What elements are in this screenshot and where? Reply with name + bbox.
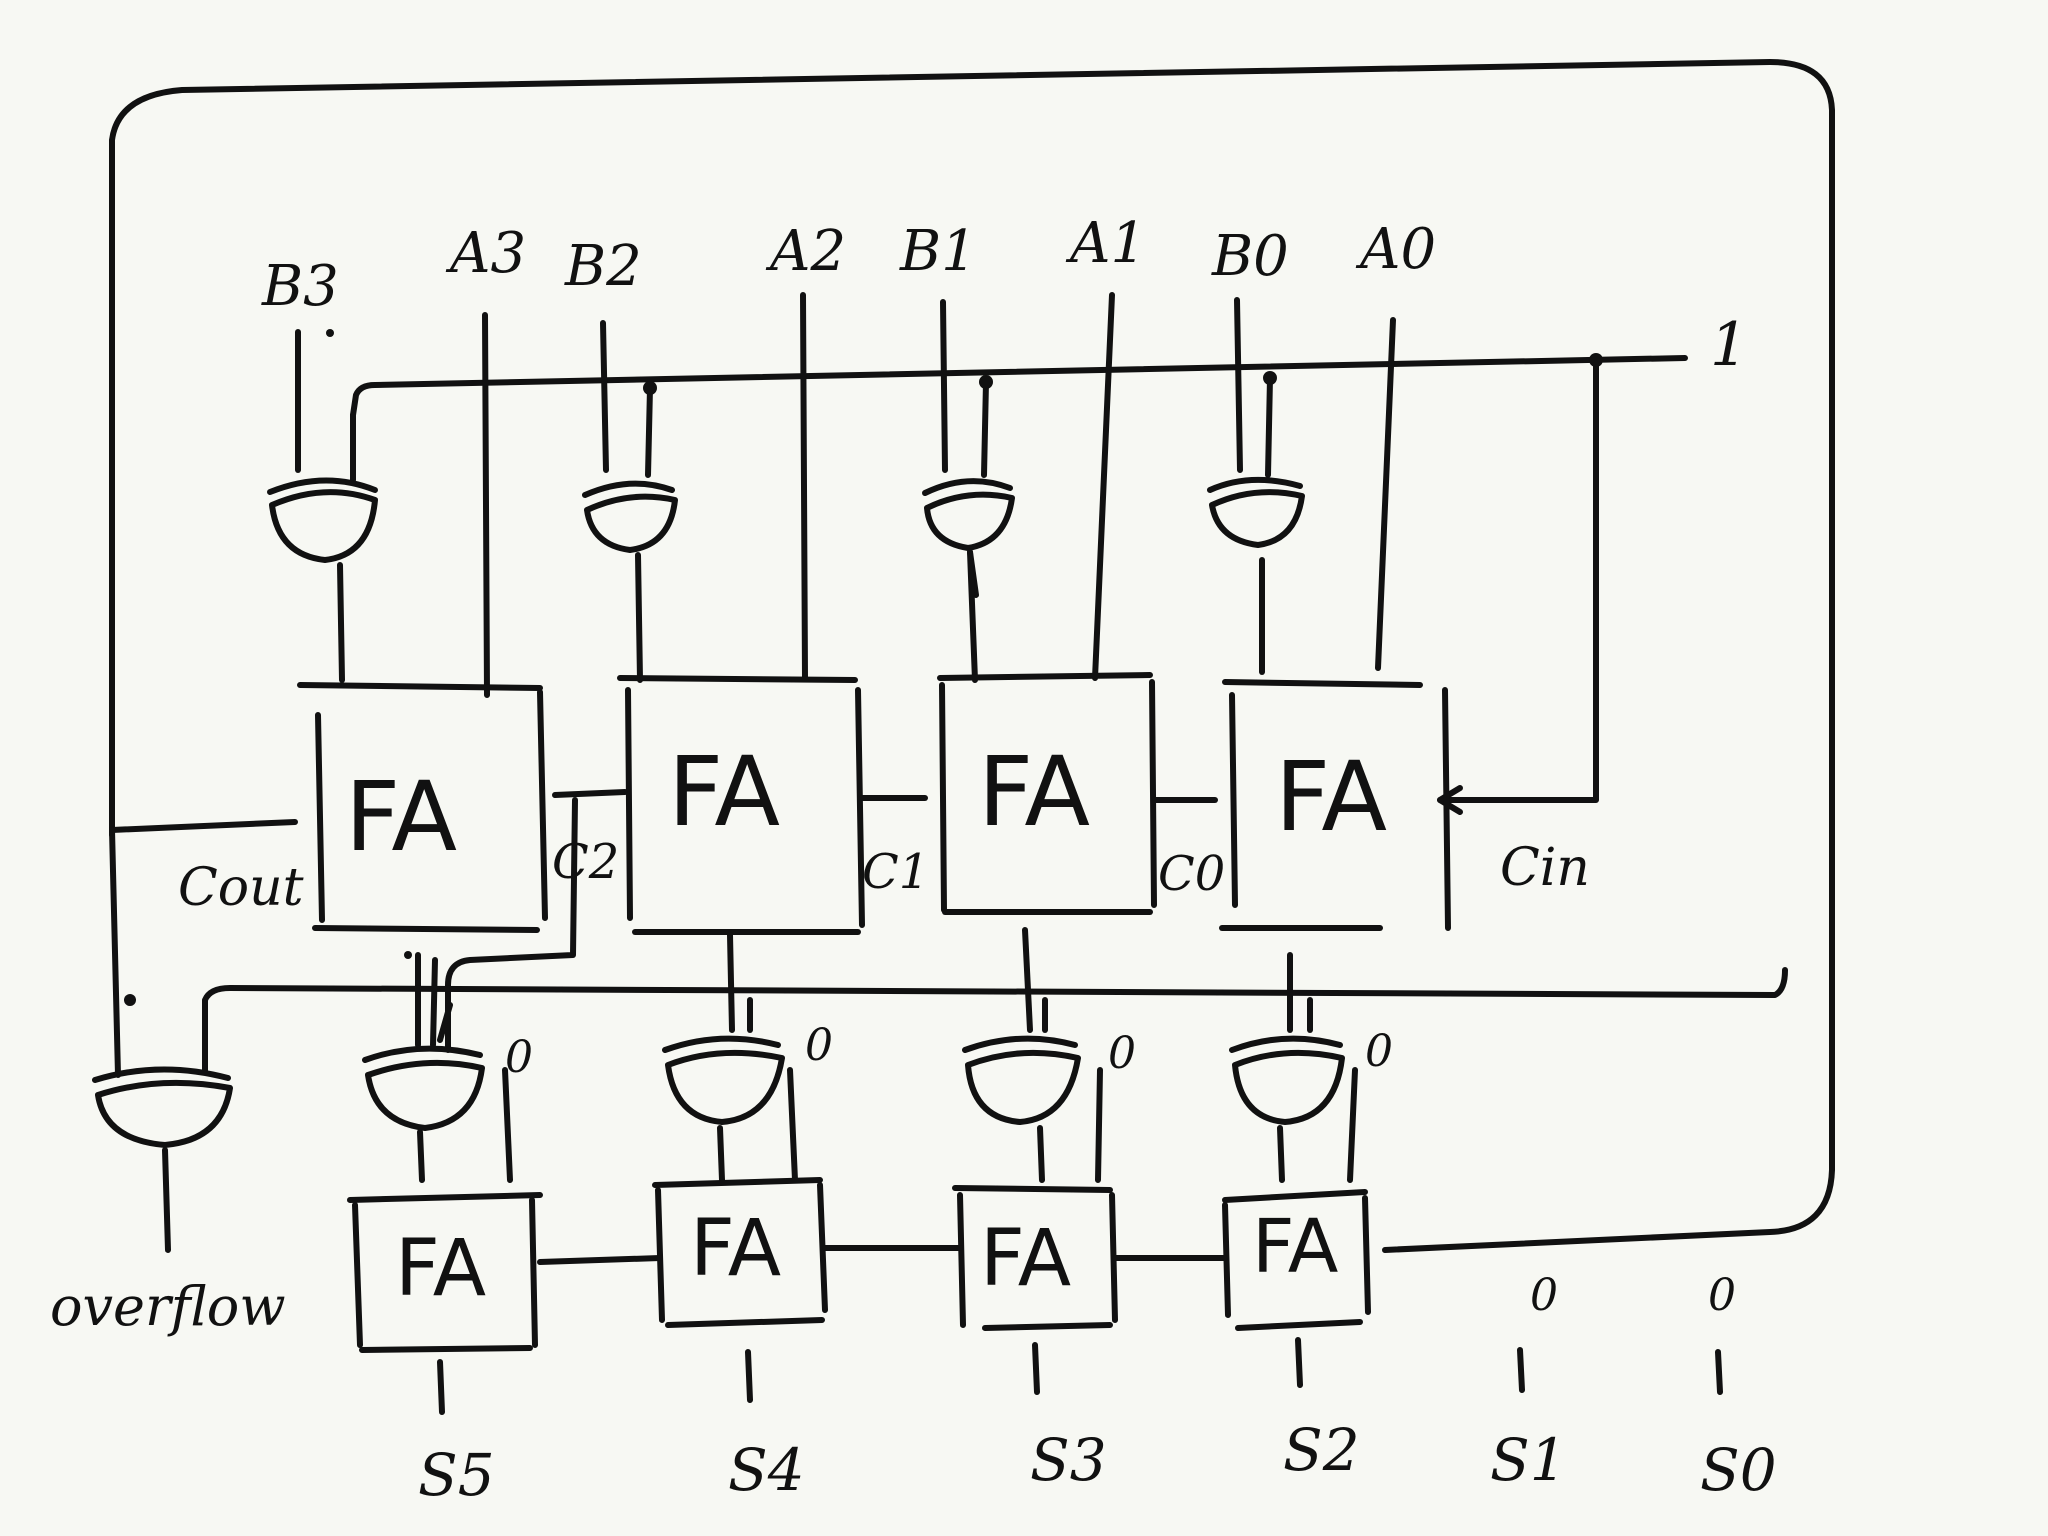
label-b0: B0 (1211, 224, 1289, 289)
label-s1: S1 (1490, 1426, 1567, 1494)
full-adder-bottom-1 (952, 1185, 1118, 1331)
label-cout: Cout (178, 858, 304, 918)
xor-gate-bottom-3 (362, 1045, 513, 1183)
s2-output-wire (1295, 1337, 1303, 1388)
full-adder-top-2 (617, 675, 865, 935)
label-overflow: overflow (50, 1275, 286, 1338)
fa-label-bottom-1: FA (980, 1214, 1071, 1304)
label-s0: S0 (1700, 1436, 1777, 1504)
label-b1: B1 (899, 219, 977, 284)
full-adder-top-0 (1219, 679, 1451, 931)
s0-output-wire (1715, 1349, 1723, 1395)
label-s4: S4 (728, 1436, 805, 1504)
label-a2: A2 (765, 219, 846, 284)
control-to-cin-wire (1437, 357, 1599, 803)
const-zero-s0: 0 (1708, 1270, 1736, 1321)
junction-dot (1589, 353, 1603, 367)
xor-gate-bottom-1 (962, 1035, 1103, 1183)
a0-wire (1375, 317, 1396, 671)
cout-tap-wire (109, 819, 298, 833)
a1-wire (1092, 292, 1115, 681)
fa-label-top-3: FA (345, 761, 457, 873)
label-c0: C0 (1158, 846, 1225, 902)
fa-label-bottom-2: FA (690, 1204, 781, 1294)
cin-arrow-icon (1437, 785, 1463, 815)
c2-tap-wire (445, 797, 578, 1053)
const-zero-3: 0 (505, 1032, 533, 1083)
xor-gate-b2 (582, 320, 678, 683)
fa-label-bottom-3: FA (395, 1224, 486, 1314)
xor-gate-overflow (92, 994, 233, 1253)
subtract-control-line (350, 355, 1688, 418)
label-b3: B3 (261, 254, 339, 319)
xor-gate-bottom-0 (1229, 1035, 1358, 1183)
label-s3: S3 (1030, 1426, 1107, 1494)
a3-wire (482, 312, 490, 698)
full-adder-bottom-0 (1222, 1189, 1371, 1331)
top-sum-1-wire (1022, 927, 1033, 1033)
xor-gate-bottom-2 (662, 1035, 798, 1183)
s5-output-wire (437, 1359, 445, 1415)
bottom-carry-3-wire (537, 1255, 663, 1265)
fa-label-top-0: FA (1275, 741, 1387, 853)
fa-label-top-1: FA (978, 736, 1090, 848)
top-sum-3b-wire (430, 957, 438, 1048)
fa-label-top-2: FA (668, 736, 780, 848)
label-c1: C1 (862, 844, 929, 900)
full-adder-top-3 (297, 682, 548, 933)
s1-output-wire (1517, 1347, 1525, 1393)
label-s2: S2 (1283, 1416, 1360, 1484)
sign-bus-drop-wire (437, 1002, 453, 1043)
carry-c2-wire (552, 789, 628, 798)
xor-gate-b1 (922, 299, 1015, 683)
fa-label-bottom-0: FA (1252, 1204, 1339, 1290)
outer-loop-wire (109, 59, 1835, 1253)
xor-gate-b3 (267, 329, 378, 683)
top-sum-2-wire (727, 932, 735, 1033)
s4-output-wire (745, 1349, 753, 1403)
label-one: 1 (1710, 310, 1748, 380)
label-b2: B2 (564, 234, 642, 299)
const-zero-0: 0 (1365, 1026, 1393, 1077)
label-c2: C2 (552, 834, 619, 890)
a2-wire (800, 292, 808, 681)
label-s5: S5 (418, 1441, 495, 1509)
s3-output-wire (1032, 1342, 1040, 1395)
full-adder-top-1 (937, 672, 1157, 915)
sign-bus-wire (202, 967, 1788, 1075)
xor-gate-b0 (1207, 297, 1305, 675)
full-adder-bottom-3 (347, 1192, 543, 1353)
label-a3: A3 (445, 221, 526, 286)
label-a0: A0 (1355, 217, 1436, 282)
overflow-left-input-wire (109, 827, 121, 1078)
const-zero-1: 0 (1108, 1028, 1136, 1079)
label-a1: A1 (1065, 211, 1146, 276)
const-zero-s1: 0 (1530, 1270, 1558, 1321)
const-zero-2: 0 (805, 1020, 833, 1071)
label-cin: Cin (1500, 838, 1590, 898)
